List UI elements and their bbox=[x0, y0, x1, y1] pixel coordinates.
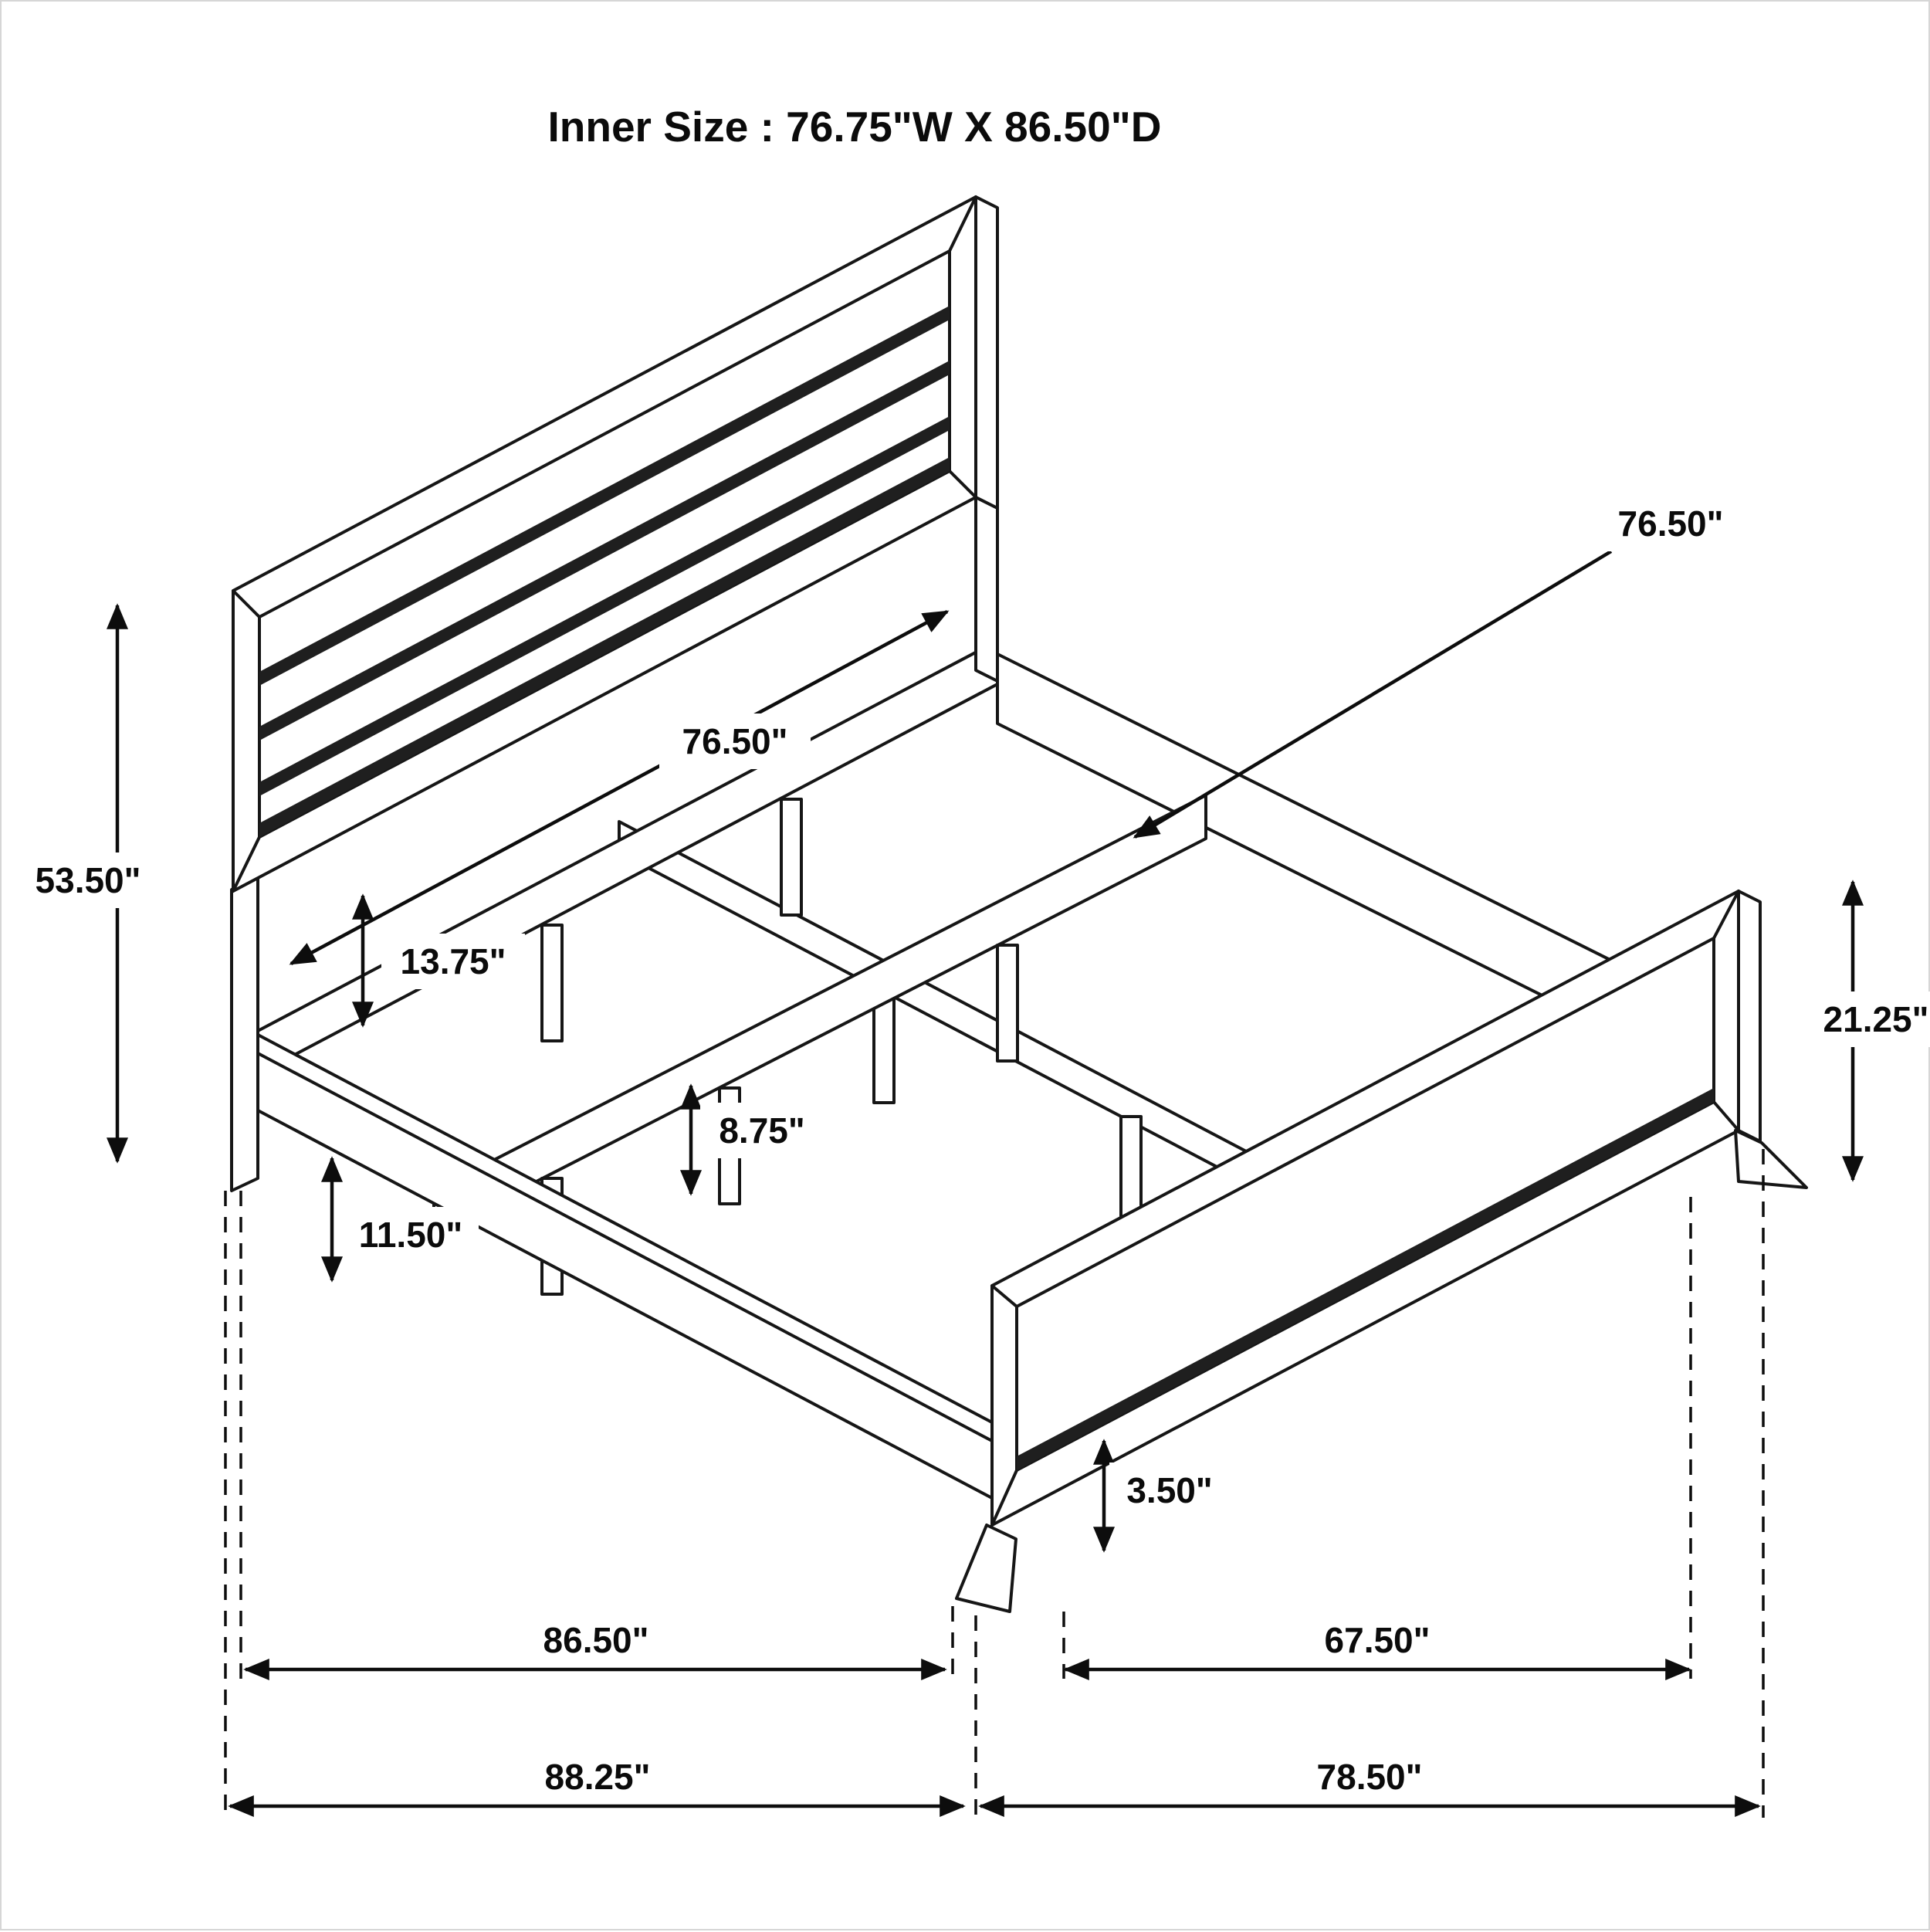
dimension-headboard-height: 53.50" bbox=[14, 603, 162, 1164]
extension-lines bbox=[224, 1149, 1765, 1818]
footboard-panel bbox=[990, 890, 1740, 1527]
footboard bbox=[955, 890, 1808, 1613]
footboard-shadow-band bbox=[1017, 1088, 1714, 1470]
dimension-label: 3.50" bbox=[1126, 1470, 1212, 1510]
support-leg bbox=[780, 798, 803, 917]
dimension-label: 86.50" bbox=[543, 1620, 649, 1660]
headboard-post-side bbox=[974, 195, 999, 510]
dimension-label: 88.25" bbox=[545, 1757, 651, 1797]
dimension-label: 76.50" bbox=[682, 721, 788, 761]
dimension-headboard-bottom-offset: 13.75" bbox=[352, 893, 525, 1028]
dimension-foot-leg-height: 3.50" bbox=[1093, 1439, 1230, 1553]
bed-frame-drawing bbox=[230, 195, 1808, 1613]
dimension-label: 8.75" bbox=[719, 1110, 804, 1151]
dimension-rail-floor-clearance: 11.50" bbox=[321, 1156, 479, 1283]
dimension-footboard-inner-span: 67.50" bbox=[1063, 1620, 1691, 1680]
headboard-left-post bbox=[230, 874, 259, 1192]
dimension-label: 53.50" bbox=[36, 860, 141, 900]
footboard-post-side bbox=[1737, 890, 1762, 1143]
dimension-label: 13.75" bbox=[401, 941, 506, 981]
dimension-label: 78.50" bbox=[1317, 1757, 1423, 1797]
headboard-slat-gap bbox=[259, 306, 950, 686]
dimension-overall-width: 78.50" bbox=[978, 1757, 1761, 1817]
diagram-title: Inner Size : 76.75"W X 86.50"D bbox=[548, 103, 1162, 151]
dimension-footboard-height: 21.25" bbox=[1805, 880, 1930, 1182]
dimension-label: 76.50" bbox=[1618, 503, 1724, 544]
dimension-annotations: 53.50" 76.50" 76.50" 13.75" 8.75" 11.50" bbox=[14, 496, 1930, 1817]
dimension-label: 11.50" bbox=[359, 1215, 462, 1255]
dimension-support-leg-height: 8.75" bbox=[680, 1083, 824, 1196]
headboard-right-post bbox=[974, 496, 999, 683]
dimension-label: 21.25" bbox=[1823, 999, 1929, 1039]
dimension-headboard-side-span: 86.50" bbox=[243, 1620, 947, 1680]
dimension-center-rail-width-a: 76.50" bbox=[1133, 496, 1748, 839]
footboard-right-foot bbox=[1734, 1129, 1808, 1189]
dimension-label: 67.50" bbox=[1325, 1620, 1431, 1660]
footboard-front-foot bbox=[955, 1524, 1017, 1613]
dimension-overall-depth: 88.25" bbox=[228, 1757, 966, 1817]
support-leg bbox=[996, 944, 1019, 1063]
support-leg bbox=[540, 924, 564, 1042]
dimension-center-rail-width-b: 76.50" bbox=[289, 610, 950, 965]
